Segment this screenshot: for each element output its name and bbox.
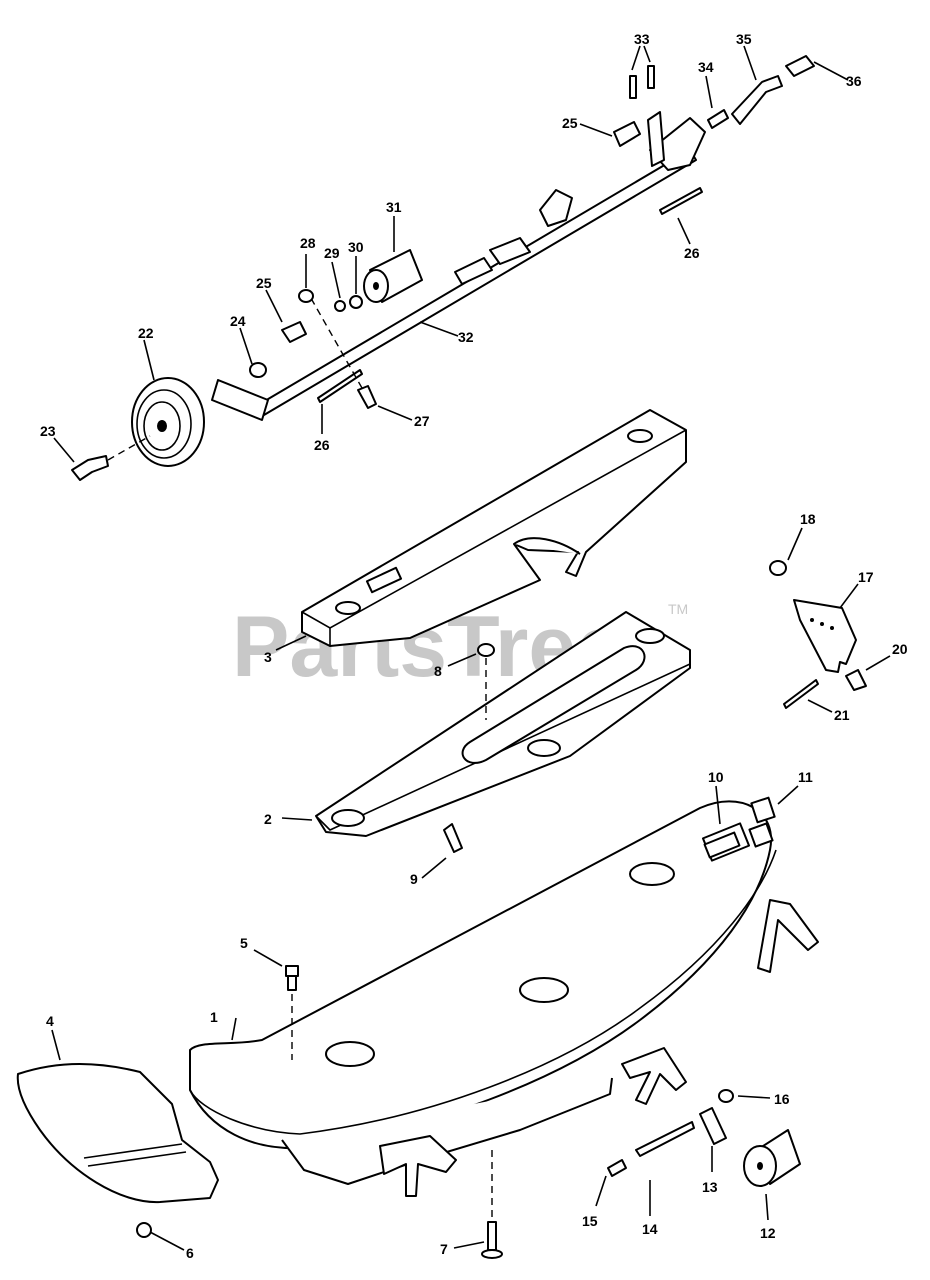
callout-25a: 25 <box>256 275 272 291</box>
callout-26b: 26 <box>684 245 700 261</box>
watermark-trademark: TM <box>668 601 688 617</box>
part-31-roller[interactable] <box>363 249 423 303</box>
callout-4: 4 <box>46 1013 54 1029</box>
part-35-handle[interactable] <box>731 75 783 125</box>
part-9-bolt[interactable] <box>443 823 463 853</box>
part-26-pin-right[interactable] <box>659 187 703 215</box>
callout-5: 5 <box>240 935 248 951</box>
leader-lines <box>51 45 891 1251</box>
part-15-bolt[interactable] <box>607 1159 627 1177</box>
callout-10: 10 <box>708 769 724 785</box>
callout-26a: 26 <box>314 437 330 453</box>
part-18-nut[interactable] <box>769 560 787 576</box>
callout-28: 28 <box>300 235 316 251</box>
part-29-washer[interactable] <box>334 300 346 312</box>
callout-18: 18 <box>800 511 816 527</box>
callout-3: 3 <box>264 649 272 665</box>
callout-16: 16 <box>774 1091 790 1107</box>
part-11-decal[interactable] <box>750 796 776 824</box>
part-1-deck[interactable] <box>189 800 819 1197</box>
part-32-lift-axle[interactable] <box>211 111 706 421</box>
part-25-clip-right[interactable] <box>613 121 641 147</box>
callout-2: 2 <box>264 811 272 827</box>
callout-22: 22 <box>138 325 154 341</box>
part-4-discharge-chute[interactable] <box>16 1063 219 1204</box>
callout-15: 15 <box>582 1213 598 1229</box>
part-24-nut[interactable] <box>249 362 267 378</box>
callout-35: 35 <box>736 31 752 47</box>
callout-20: 20 <box>892 641 908 657</box>
callout-30: 30 <box>348 239 364 255</box>
part-26-pin-left[interactable] <box>317 369 363 403</box>
part-34-spring[interactable] <box>707 109 729 129</box>
part-28-nut[interactable] <box>298 289 314 303</box>
callout-labels: 1 2 3 4 5 6 7 8 9 10 11 12 13 14 15 16 1… <box>40 31 908 1261</box>
part-22-wheel[interactable] <box>131 377 205 467</box>
callout-8: 8 <box>434 663 442 679</box>
callout-13: 13 <box>702 1179 718 1195</box>
callout-17: 17 <box>858 569 874 585</box>
callout-21: 21 <box>834 707 850 723</box>
part-14-axle-pin[interactable] <box>635 1121 695 1157</box>
callout-33: 33 <box>634 31 650 47</box>
callout-29: 29 <box>324 245 340 261</box>
part-13-bracket[interactable] <box>699 1107 727 1145</box>
callout-24: 24 <box>230 313 246 329</box>
callout-25b: 25 <box>562 115 578 131</box>
callout-27: 27 <box>414 413 430 429</box>
part-5-bolt[interactable] <box>285 965 299 1060</box>
part-2-frame[interactable] <box>315 611 691 837</box>
part-17-bracket[interactable] <box>793 599 857 673</box>
part-36-grip[interactable] <box>785 55 815 77</box>
part-27-bolt[interactable] <box>311 299 377 409</box>
part-21-washer[interactable] <box>783 679 819 709</box>
part-8-nut[interactable] <box>477 643 495 720</box>
callout-31: 31 <box>386 199 402 215</box>
callout-7: 7 <box>440 1241 448 1257</box>
part-20-bolt[interactable] <box>845 669 867 691</box>
callout-11: 11 <box>798 769 813 785</box>
part-30-bushing[interactable] <box>349 295 363 309</box>
callout-6: 6 <box>186 1245 194 1261</box>
part-25-clip-left[interactable] <box>281 321 307 343</box>
callout-1: 1 <box>210 1009 218 1025</box>
callout-14: 14 <box>642 1221 658 1237</box>
callout-34: 34 <box>698 59 714 75</box>
part-33-pins[interactable] <box>629 65 655 99</box>
part-16-nut[interactable] <box>718 1089 734 1103</box>
callout-32: 32 <box>458 329 474 345</box>
part-3-baffle[interactable] <box>301 409 687 647</box>
part-12-roller[interactable] <box>743 1129 801 1187</box>
callout-9: 9 <box>410 871 418 887</box>
callout-36: 36 <box>846 73 862 89</box>
callout-12: 12 <box>760 1225 776 1241</box>
part-10-decal[interactable] <box>703 831 741 859</box>
part-23-shoulder-bolt[interactable] <box>71 435 151 481</box>
callout-23: 23 <box>40 423 56 439</box>
part-6-nut[interactable] <box>136 1222 152 1238</box>
part-7-bolt[interactable] <box>481 1150 503 1259</box>
